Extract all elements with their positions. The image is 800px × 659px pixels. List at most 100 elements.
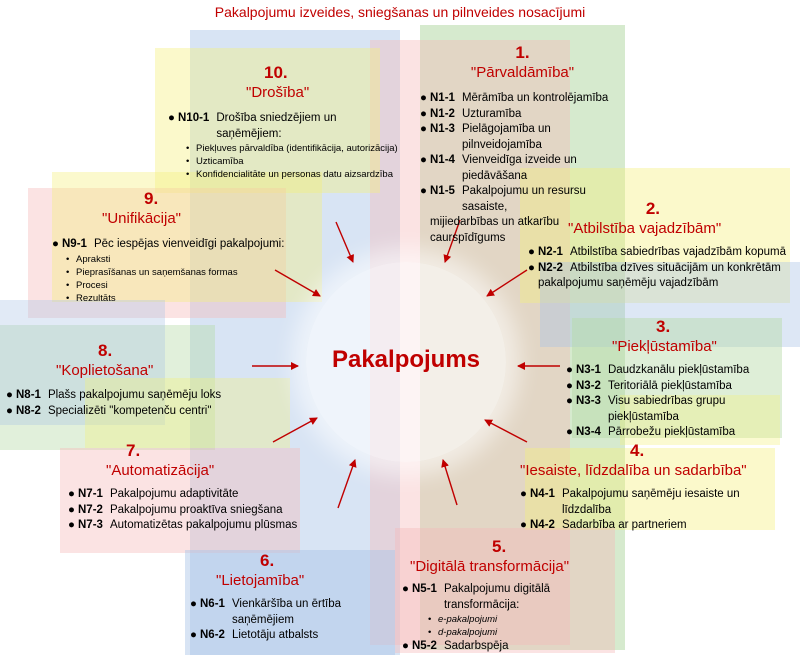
bg-rect bbox=[540, 262, 800, 347]
sub-list: •e-pakalpojumi •d-pakalpojumi bbox=[428, 613, 622, 639]
bg-rect bbox=[155, 48, 380, 193]
section-10-number: 10. bbox=[264, 63, 288, 82]
section-3-name: "Piekļūstamība" bbox=[612, 338, 717, 355]
sub-item: •Piekļuves pārvaldība (identifikācija, a… bbox=[186, 143, 398, 154]
diagram-title: Pakalpojumu izveides, sniegšanas un piln… bbox=[214, 4, 586, 20]
bg-rect bbox=[28, 188, 286, 318]
arrow bbox=[274, 269, 321, 297]
section-1-name: "Pārvaldāmība" bbox=[470, 64, 575, 81]
section-3-number: 3. bbox=[656, 317, 671, 336]
bg-rect bbox=[620, 395, 780, 445]
section-4-name: "Iesaiste, līdzdalība un sadarbība" bbox=[520, 462, 747, 479]
arrow bbox=[486, 269, 528, 297]
section-1-number: 1. bbox=[515, 43, 530, 62]
sub-item: •e-pakalpojumi bbox=[428, 614, 498, 625]
bg-rect bbox=[60, 448, 300, 553]
bg-rect bbox=[52, 172, 322, 302]
bg-rect bbox=[0, 325, 215, 450]
section-4-number: 4. bbox=[630, 441, 645, 460]
bg-rect bbox=[525, 448, 775, 530]
sub-item: •Konfidencialitāte un personas datu aizs… bbox=[186, 169, 393, 180]
sub-item: •Apraksti bbox=[66, 253, 111, 265]
section-8-name: "Koplietošana" bbox=[56, 362, 154, 379]
section-9-number: 9. bbox=[144, 189, 159, 208]
section-2-name: "Atbilstība vajadzībām" bbox=[568, 220, 722, 237]
bg-rect bbox=[572, 318, 782, 438]
arrow bbox=[443, 219, 461, 263]
list-item-continuation: mijiedarbības un atkarību caurspīdīgums bbox=[430, 216, 560, 244]
sub-list: •Piekļuves pārvaldība (identifikācija, a… bbox=[186, 142, 398, 181]
section-4: 4. "Iesaiste, līdzdalība un sadarbība" ●… bbox=[520, 442, 782, 534]
sub-item: •Procesi bbox=[66, 279, 108, 291]
bg-rect bbox=[0, 300, 165, 425]
arrow bbox=[335, 221, 354, 263]
section-8-number: 8. bbox=[98, 341, 113, 360]
center-circle bbox=[306, 262, 506, 462]
list-item-continuation: pakalpojumu saņēmēju vajadzībām bbox=[538, 277, 719, 289]
section-9-name: "Unifikācija" bbox=[102, 210, 182, 227]
bg-rect bbox=[395, 528, 615, 653]
section-7-name: "Automatizācija" bbox=[106, 462, 215, 479]
bg-rect bbox=[520, 168, 790, 303]
arrow bbox=[272, 417, 318, 443]
arrow bbox=[441, 459, 458, 506]
center-label: Pakalpojums bbox=[331, 346, 481, 373]
section-5-name: "Digitālā transformācija" bbox=[410, 558, 570, 575]
section-2-number: 2. bbox=[645, 199, 660, 218]
sub-item: •Uzticamība bbox=[186, 156, 244, 167]
arrow bbox=[337, 459, 357, 509]
arrow bbox=[484, 419, 528, 443]
bg-rect bbox=[185, 550, 395, 655]
section-7-number: 7. bbox=[126, 441, 141, 460]
sub-item: •d-pakalpojumi bbox=[428, 627, 498, 638]
section-5-number: 5. bbox=[492, 537, 507, 556]
section-6-number: 6. bbox=[260, 551, 275, 570]
bg-rect bbox=[85, 378, 290, 448]
sub-list: •Apraksti •Pieprasīšanas un saņemšanas f… bbox=[66, 253, 312, 305]
sub-item: •Rezultāts bbox=[66, 292, 116, 304]
section-10-name: "Drošība" bbox=[246, 84, 310, 101]
